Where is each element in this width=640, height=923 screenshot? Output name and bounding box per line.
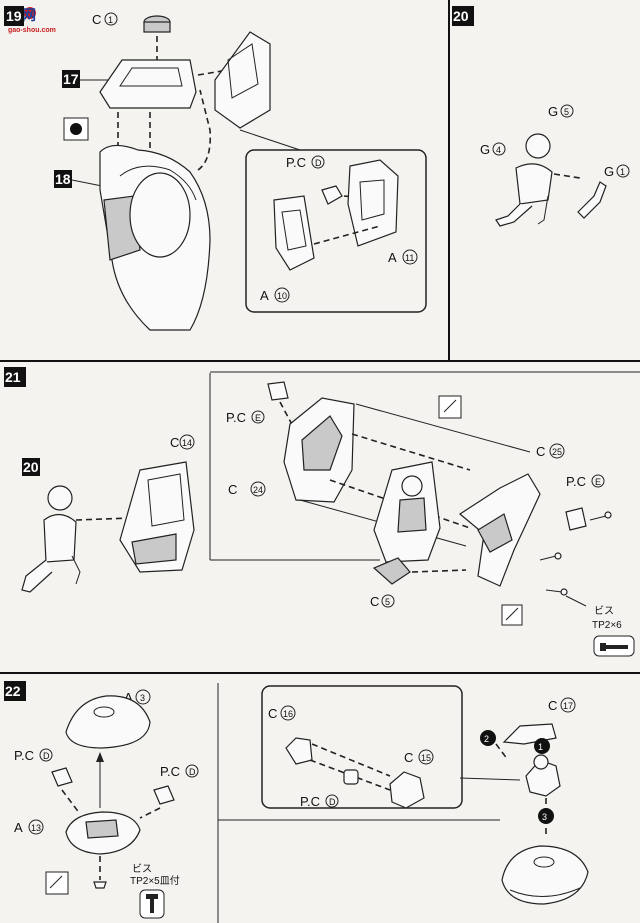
label-pce2-letter: E: [595, 477, 601, 487]
label-pcd2-letter: D: [189, 767, 196, 777]
cement-icon: [438, 395, 462, 419]
part-a3-assembled: [501, 845, 589, 905]
label-pce1: P.C: [226, 410, 246, 425]
label-a10: A: [260, 288, 269, 303]
label-a3: A: [124, 690, 133, 705]
part-17-tag: 17: [63, 71, 79, 87]
part-c5: [372, 557, 411, 585]
label-g5: G: [548, 104, 558, 119]
label-pcd1: P.C: [14, 748, 34, 763]
label-c25-num: 25: [552, 447, 562, 457]
label-g1-num: 1: [620, 167, 625, 177]
order-3: 3: [542, 812, 547, 822]
pilot-head: [47, 485, 73, 511]
screw-icon: [93, 881, 107, 889]
part-pcd-left: [51, 767, 73, 787]
label-pcd2: P.C: [160, 764, 180, 779]
part-17-canopy: [99, 59, 197, 109]
label-c16: C: [268, 706, 277, 721]
label-a13-num: 13: [31, 823, 41, 833]
cement-icon: [45, 871, 69, 895]
label-a10-num: 10: [277, 291, 287, 301]
step-number: 21: [5, 369, 21, 385]
step-21: 21 20 C 14 P.C E C 24: [4, 367, 635, 657]
label-g4: G: [480, 142, 490, 157]
label-pcd3: P.C: [300, 794, 320, 809]
label-c-num: 1: [108, 15, 113, 25]
watermark-logo-icon: [24, 7, 36, 19]
step-number: 20: [453, 8, 469, 24]
part-pce-right: [565, 507, 587, 531]
pilot-head: [525, 133, 551, 159]
label-a11-num: 11: [405, 253, 414, 263]
label-c25: C: [536, 444, 545, 459]
part-a3-cover: [65, 695, 151, 749]
label-pce2: P.C: [566, 474, 586, 489]
screw-size: TP2×5皿付: [130, 874, 180, 887]
label-c16-num: 16: [283, 709, 293, 719]
part-pce-left: [267, 381, 289, 401]
label-pcd3-letter: D: [329, 797, 336, 807]
screw-size: TP2×6: [592, 620, 622, 631]
part-a10: [273, 195, 315, 271]
label-c5: C: [370, 594, 379, 609]
order-1: 1: [538, 742, 543, 752]
screw-label: ビス: [594, 605, 614, 617]
step-number: 19: [6, 8, 22, 24]
label-a3-num: 3: [140, 693, 145, 703]
part-20-tag: 20: [23, 459, 39, 475]
part-c15: [389, 771, 425, 809]
step-20: 20 G 5 G 4 G 1: [452, 6, 630, 227]
part-a-panel: [214, 31, 271, 129]
label-a13: A: [14, 820, 23, 835]
label-pcd1-letter: D: [43, 751, 50, 761]
label-pc: P.C: [286, 155, 306, 170]
label-g5-num: 5: [564, 107, 569, 117]
part-g1-arm: [577, 181, 607, 219]
step-number: 22: [5, 683, 21, 699]
cement-icon-2: [501, 604, 523, 626]
label-c24-num: 24: [253, 485, 263, 495]
screws: [539, 511, 612, 607]
label-c5-num: 5: [385, 597, 390, 607]
label-c14-num: 14: [182, 438, 192, 448]
label-pc-letter: D: [315, 158, 322, 168]
label-c17: C: [548, 698, 557, 713]
label-c14: C: [170, 435, 179, 450]
part-pcd-right: [153, 785, 175, 805]
step-22: 22 A 3 P.C D P.C D A 13 ビス TP2×5皿付: [4, 681, 589, 919]
screw-label: ビス: [132, 863, 152, 875]
order-2: 2: [484, 734, 489, 744]
step-number-box: [4, 6, 24, 26]
callout-box: [245, 149, 427, 313]
label-g1: G: [604, 164, 614, 179]
label-pce1-letter: E: [255, 413, 261, 423]
pilot-torso: [515, 163, 553, 205]
label-c17-num: 17: [563, 701, 573, 711]
paint-marker-icon: [70, 123, 82, 135]
label-c: C: [92, 12, 101, 27]
label-c15: C: [404, 750, 413, 765]
part-c16: [285, 737, 313, 765]
watermark-url: gao-shou.com: [8, 27, 56, 34]
label-c24: C: [228, 482, 237, 497]
label-a11: A: [388, 250, 397, 265]
part-pcd: [321, 185, 343, 205]
part-18-tag: 18: [55, 171, 71, 187]
step-19: 19 C 1 17 18 P.C D: [4, 6, 427, 331]
label-c15-num: 15: [421, 753, 431, 763]
label-g4-num: 4: [496, 145, 501, 155]
callout-box: [261, 685, 463, 809]
